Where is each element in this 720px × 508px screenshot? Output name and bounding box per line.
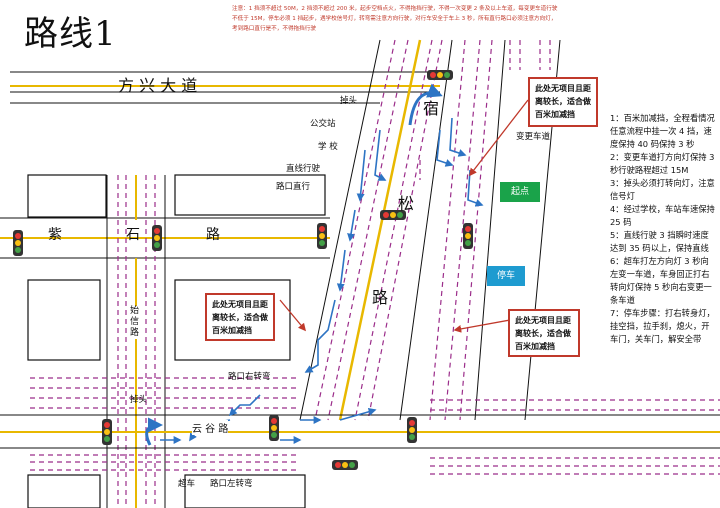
- step-item: 1：百米加减挡，全程看情况任意流程中挂一次 4 挡，速度保持 40 码保持 3 …: [610, 113, 715, 149]
- label-crossing-straight: 路口直行: [276, 182, 311, 192]
- route-arrow-icon: [145, 83, 484, 446]
- notice-text: 注意：1 挡须不超过 50M，2 挡须不超过 200 米，起步空档点火，不得拖挡…: [232, 6, 558, 32]
- label-school: 学 校: [318, 142, 338, 152]
- park-badge: 停车: [487, 266, 525, 286]
- label-diaotou-top: 掉头: [340, 96, 358, 106]
- step-item: 7：停车步骤：打右转身灯，挂空挡，拉手刹，熄火，开车门，关车门，解安全带: [610, 308, 715, 344]
- step-item: 2：变更车道打方向灯保持 3 秒行驶路程超过 15M: [610, 152, 715, 175]
- step-item: 6：超车打左方向灯 3 秒向左变一车道，车身回正打右转向灯保持 5 秒向右变更一…: [610, 256, 712, 305]
- building-blocks: [27, 174, 326, 508]
- street-shixin: 始信路: [130, 306, 142, 339]
- page-title: 路线1: [24, 14, 117, 54]
- street-song: 松: [398, 194, 415, 213]
- street-fangxing: 方 兴 大 道: [118, 76, 198, 95]
- label-diaotou-left: 掉头: [130, 395, 148, 405]
- callout-bottom-right: 此处无项目且距离较长，适合做百米加减挡: [508, 309, 580, 357]
- traffic-light-icon: [13, 70, 473, 470]
- step-item: 4：经过学校，车站车速保持 25 码: [610, 204, 715, 227]
- label-right-turn: 路口右转弯: [228, 372, 271, 382]
- street-zi: 紫: [48, 227, 62, 243]
- label-pull-over: 超车: [178, 479, 196, 489]
- callout-top-right: 此处无项目且距离较长，适合做百米加减挡: [528, 77, 598, 127]
- street-xin: 宿: [423, 99, 440, 118]
- start-badge: 起点: [500, 182, 540, 202]
- street-shi: 石: [126, 227, 140, 243]
- step-item: 5：直线行驶 3 挡瞬时速度达到 35 码以上，保持直线: [610, 230, 709, 253]
- fangxing-road: [10, 71, 440, 104]
- songxin-road: [299, 39, 561, 421]
- lane-dashes-top: [419, 40, 551, 180]
- label-left-turn: 路口左转弯: [210, 479, 253, 489]
- callout-middle-left: 此处无项目且距离较长，适合做百米加减挡: [205, 293, 275, 341]
- label-straight-slow: 直线行驶: [286, 164, 321, 174]
- step-item: 3：掉头必须打转向灯，注意信号灯: [610, 178, 715, 201]
- street-yungu: 云 谷 路: [192, 420, 229, 435]
- street-lu-zishi: 路: [206, 227, 220, 243]
- steps-list: 1：百米加减挡，全程看情况任意流程中挂一次 4 挡，速度保持 40 码保持 3 …: [610, 112, 716, 346]
- lane-dashes-left: [30, 377, 300, 471]
- callout-pointers: [279, 99, 529, 333]
- label-change-lane: 变更车道: [516, 132, 551, 142]
- street-lu-songxin: 路: [372, 288, 389, 307]
- label-bus-stop: 公交站: [310, 119, 336, 129]
